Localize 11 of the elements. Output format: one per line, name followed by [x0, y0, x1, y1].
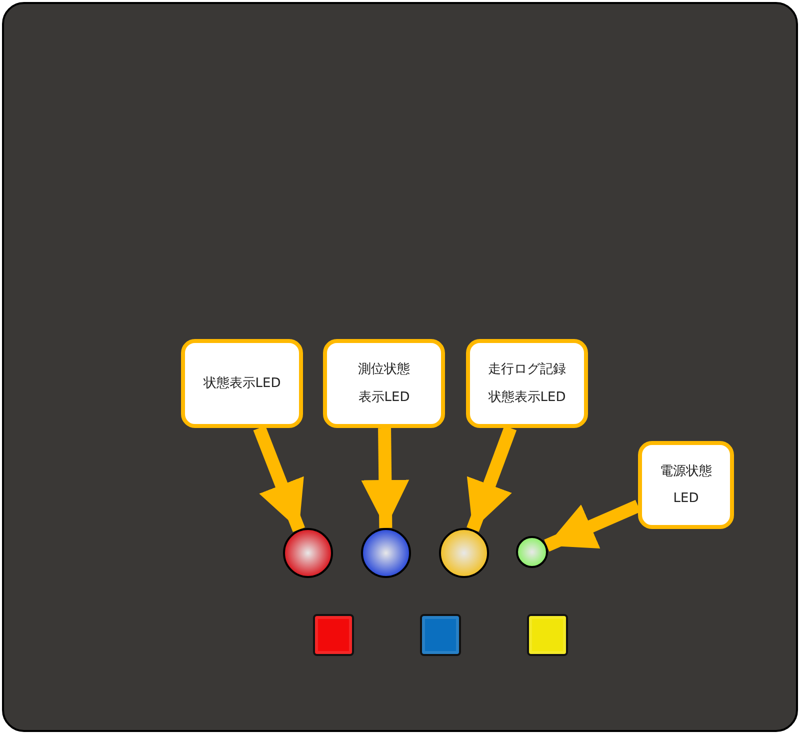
arrow: [253, 426, 305, 532]
callout-box: [466, 339, 588, 428]
callout-box: [638, 441, 734, 529]
callout-label: 電源状態LED: [659, 462, 713, 508]
callout-label: 状態表示LED: [202, 374, 282, 393]
callout-box: [181, 339, 303, 428]
callout-label: 測位状態表示LED: [357, 361, 411, 406]
callout-label: 走行ログ記録状態表示LED: [487, 361, 567, 406]
arrow: [466, 426, 517, 532]
arrow: [361, 428, 410, 528]
callout-box: [323, 339, 445, 428]
